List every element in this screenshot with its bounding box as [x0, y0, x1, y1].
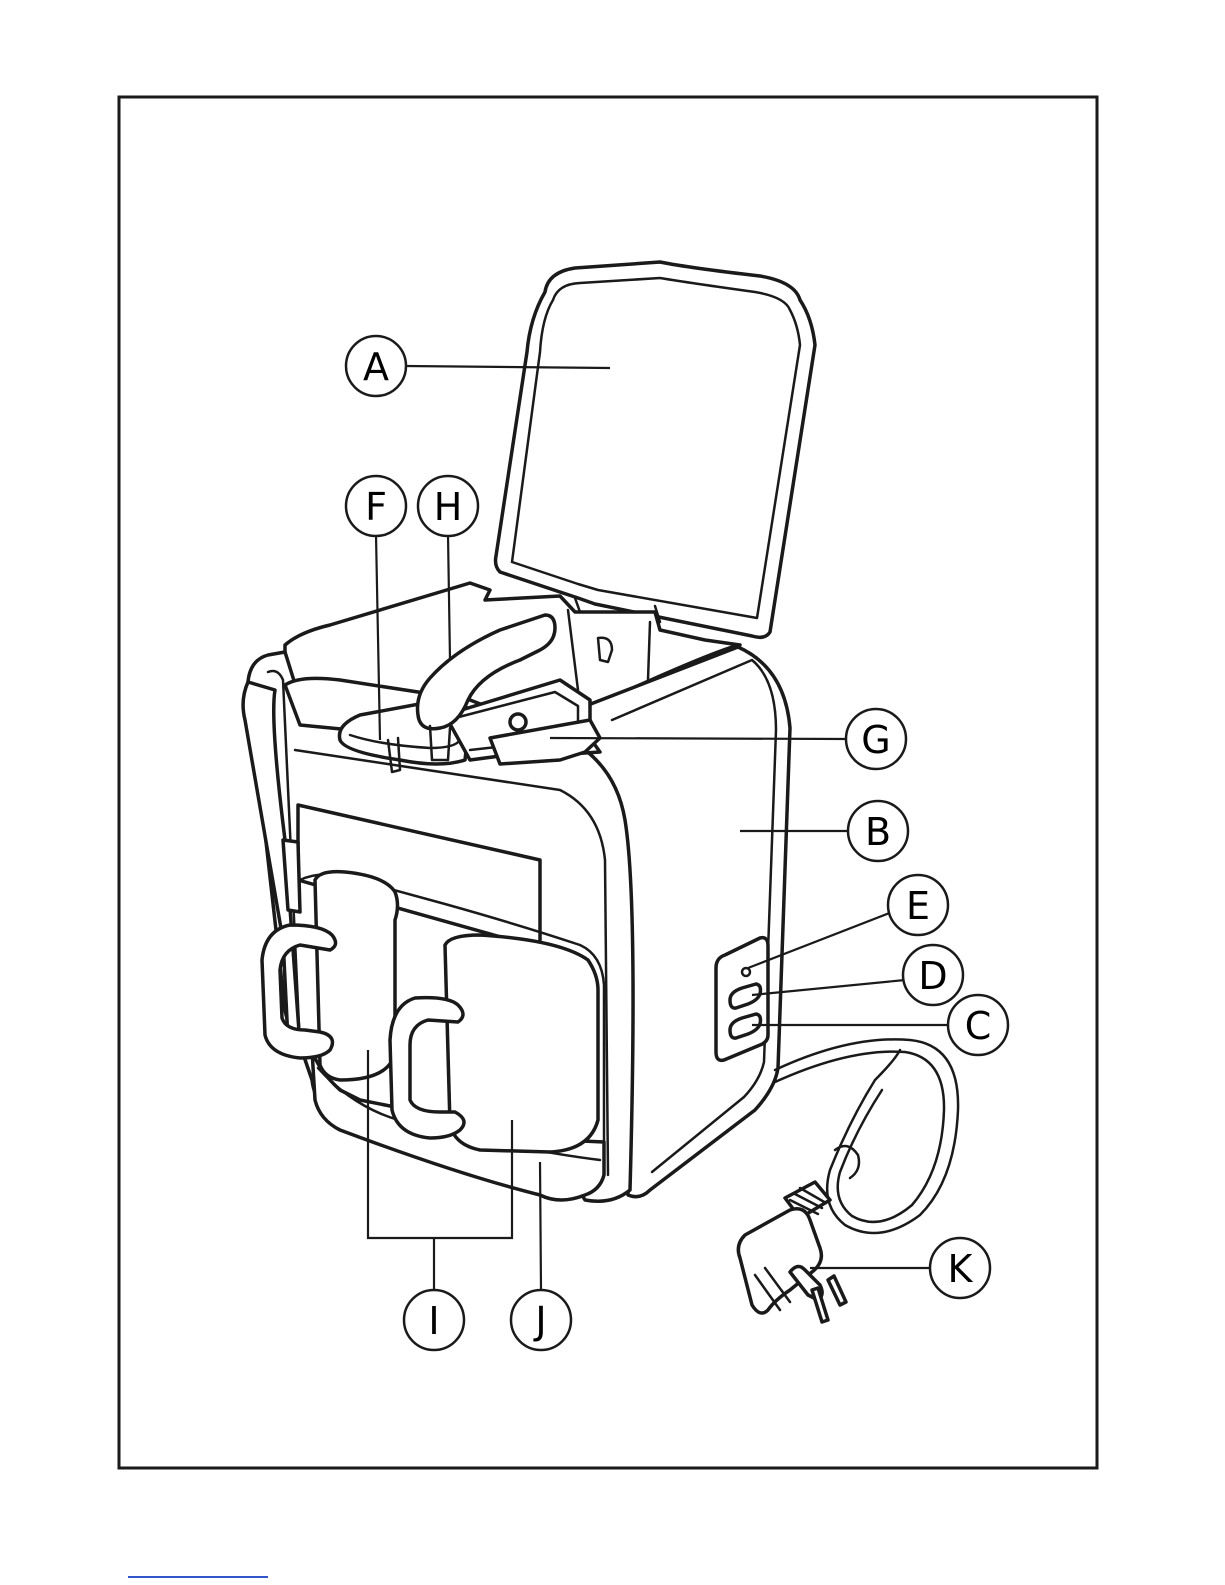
label-j: J [533, 1299, 546, 1343]
callout-i: I [404, 1290, 464, 1350]
callout-h: H [418, 476, 478, 536]
label-h: H [434, 485, 463, 529]
callout-e: E [888, 875, 948, 935]
label-a: A [363, 345, 389, 389]
label-d: D [918, 954, 947, 998]
label-k: K [948, 1247, 974, 1291]
leader-j [540, 1162, 541, 1290]
label-b: B [865, 810, 891, 854]
control-panel [716, 938, 768, 1061]
callout-k: K [930, 1238, 990, 1298]
label-i: I [428, 1299, 439, 1343]
callout-a: A [346, 336, 406, 396]
label-e: E [906, 884, 930, 928]
footer-link-underline[interactable] [128, 1576, 268, 1578]
label-c: C [965, 1004, 992, 1048]
callout-f: F [346, 476, 406, 536]
lid [496, 262, 816, 637]
callout-d: D [903, 945, 963, 1005]
callout-g: G [846, 709, 906, 769]
callout-c: C [948, 995, 1008, 1055]
label-f: F [365, 485, 387, 529]
callout-j: J [511, 1290, 571, 1350]
leader-g [550, 738, 848, 739]
callout-b: B [848, 801, 908, 861]
label-g: G [861, 718, 890, 762]
